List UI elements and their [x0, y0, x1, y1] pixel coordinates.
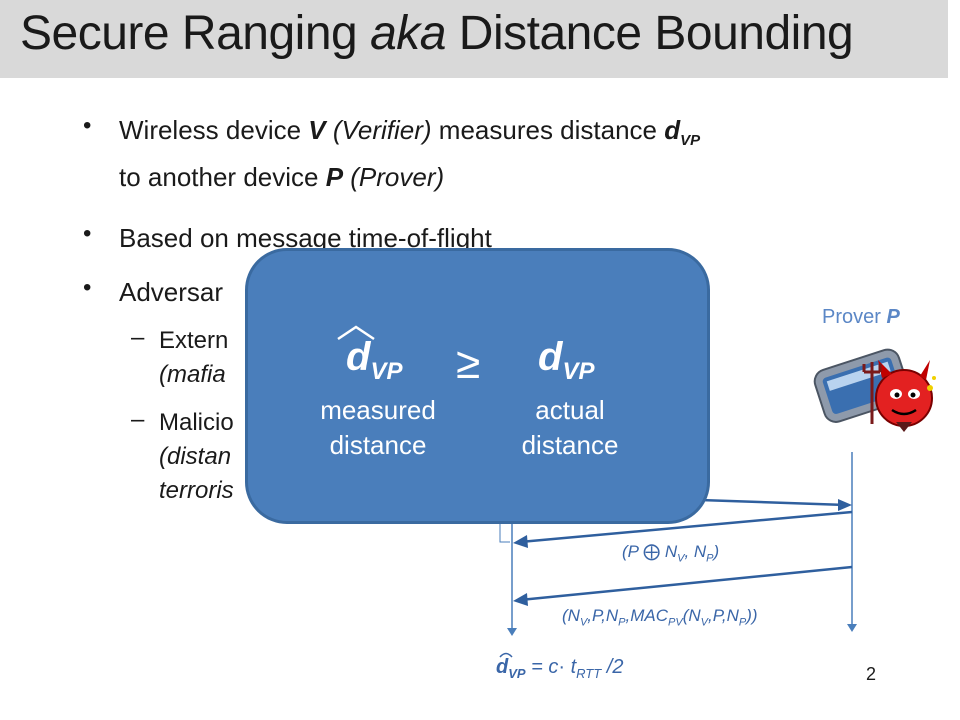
sub1-line-2: (mafia	[159, 361, 226, 388]
challenge-arrowhead	[838, 499, 852, 511]
left-label-line-2: distance	[329, 430, 427, 460]
m2-a-sub: V	[579, 616, 588, 629]
bullet-3: Adversar	[119, 277, 224, 307]
slide-title: Secure Ranging aka Distance Bounding	[20, 6, 854, 61]
bullet-marker: •	[83, 274, 92, 301]
m2-a: (N	[562, 606, 580, 625]
subbullet-marker: –	[131, 406, 145, 433]
prover-label: Prover P	[822, 306, 900, 329]
m2-b-sub: P	[618, 616, 626, 629]
title-text-rest: Distance Bounding	[445, 7, 854, 60]
subbullet-1: Extern (mafia	[159, 324, 228, 392]
title-bar: Secure Ranging aka Distance Bounding	[0, 0, 948, 78]
title-text: Secure Ranging	[20, 7, 371, 60]
prover-label-text: Prover	[822, 306, 887, 328]
formula-d: d	[496, 656, 509, 678]
measured-hat-icon	[337, 325, 375, 341]
formula-rest: = c	[525, 656, 559, 678]
b1-prover: P	[325, 162, 344, 193]
right-label-line-2: distance	[521, 430, 619, 460]
bullet-1: Wireless device V (Verifier) measures di…	[119, 112, 919, 195]
formula-dot: ·	[558, 656, 566, 678]
m1-a: (P	[622, 542, 644, 561]
m2-d: (N	[682, 606, 701, 625]
b1-prover-paren: (Prover)	[343, 162, 445, 193]
mac-message: (NV,P,NP,MACPV(NV,P,NP))	[562, 606, 758, 628]
actual-distance-label: actual distance	[480, 393, 660, 463]
page-number: 2	[866, 664, 877, 684]
m1-b: N	[660, 542, 678, 561]
verifier-timeline-arrowhead	[507, 628, 517, 636]
actual-distance-symbol: dVP	[538, 335, 594, 386]
right-label-line-1: actual	[535, 395, 605, 425]
lhs-sub: VP	[370, 358, 403, 385]
measured-distance-symbol: dVP	[346, 335, 402, 386]
left-label-line-1: measured	[320, 395, 436, 425]
m2-c: ,MAC	[625, 606, 669, 625]
rtt-bracket	[499, 524, 510, 543]
prover-label-symbol: P	[886, 306, 900, 328]
m2-d-sub: V	[700, 616, 708, 629]
m1-c: , N	[684, 542, 707, 561]
m2-f: ))	[746, 606, 758, 625]
b1-distance-sub: VP	[680, 132, 701, 150]
b1-text-2: measures distance	[431, 115, 665, 145]
m1-d: )	[713, 542, 720, 561]
mac-arrow	[519, 565, 853, 602]
mac-arrowhead	[513, 593, 528, 606]
response-arrow	[519, 510, 853, 544]
formula-d-sub: VP	[508, 666, 526, 681]
sub2-line-3: terroris	[159, 477, 234, 504]
subbullet-2: Malicio (distan terroris	[159, 406, 234, 508]
rhs-sub: VP	[562, 358, 595, 385]
m2-e: ,P,N	[708, 606, 739, 625]
measured-distance-label: measured distance	[288, 393, 468, 463]
b1-verifier: V	[308, 115, 326, 145]
formula-rtt-sub: RTT	[576, 666, 602, 681]
response-arrowhead	[513, 535, 528, 548]
prover-device-icon	[813, 348, 936, 432]
sub2-line-2: (distan	[159, 443, 232, 470]
m1-b-sub: V	[677, 552, 685, 565]
m1-c-sub: P	[706, 552, 714, 565]
m2-e-sub: P	[738, 616, 747, 629]
challenge-arrow	[699, 498, 847, 507]
formula-t: t	[565, 656, 577, 678]
estimate-hat	[499, 652, 513, 658]
geq-symbol: ≥	[456, 339, 481, 388]
m2-c-sub: PV	[668, 616, 683, 629]
distance-formula: dVP = c· tRTT /2	[496, 656, 623, 681]
b1-text-1: Wireless device	[119, 115, 309, 145]
m2-b: ,P,N	[587, 606, 619, 625]
rhs-symbol: d	[538, 335, 563, 379]
formula-end: /2	[601, 656, 624, 678]
lhs-symbol: d	[346, 335, 371, 379]
title-italic: aka	[370, 7, 446, 60]
xor-symbol: ⨁	[643, 542, 661, 561]
sub1-line-1: Extern	[159, 327, 229, 354]
b1-verifier-paren: (Verifier)	[325, 115, 432, 145]
subbullet-marker: –	[131, 324, 145, 351]
bullet-marker: •	[83, 220, 92, 247]
response-message: (P ⨁ NV, NP)	[622, 542, 719, 564]
sub2-line-1: Malicio	[159, 409, 234, 436]
prover-timeline-arrowhead	[847, 624, 857, 632]
b1-text-3: to another device	[119, 162, 326, 193]
bullet-marker: •	[83, 112, 92, 139]
b1-distance: d	[664, 115, 681, 145]
